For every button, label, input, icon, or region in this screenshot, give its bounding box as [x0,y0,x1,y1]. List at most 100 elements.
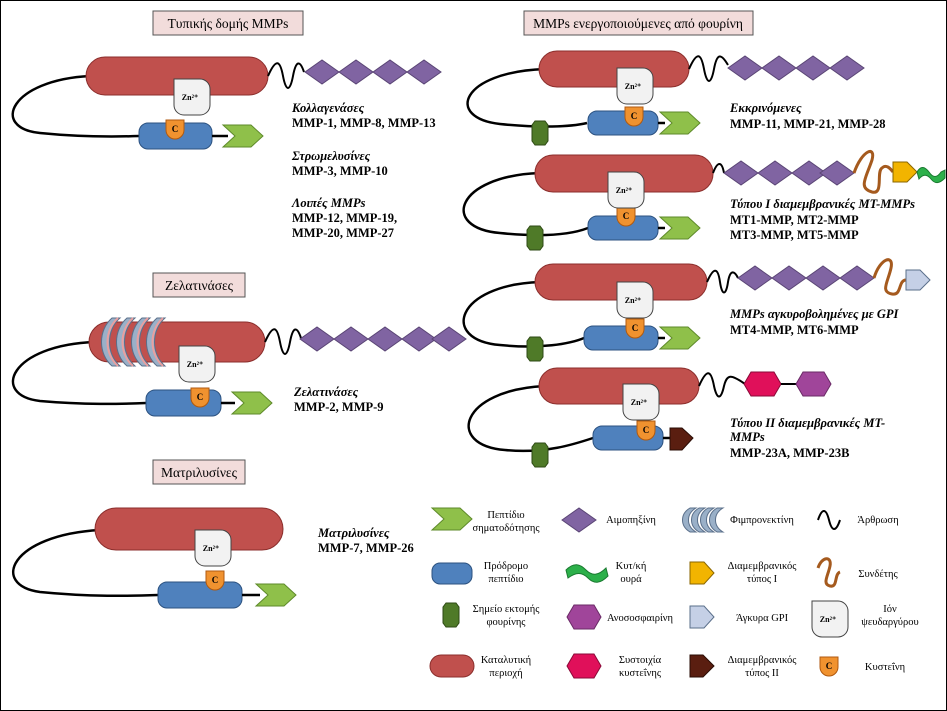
legend-label: Άρθρωση [857,515,898,526]
linker [872,258,907,296]
matrilysins-title: Ματριλυσίνες [317,526,390,540]
signal-peptide [659,326,701,350]
legend-label: σηματοδότησης [473,523,541,534]
hemopexin-blade-2 [757,160,793,186]
secreted-title: Εκκρινόμενες [729,101,802,115]
mt-type1-members-1: MT1-MMP, MT2-MMP [730,213,859,227]
cysteine-label: C [632,323,639,333]
cysteine-label: C [197,392,204,402]
legend-propeptide: Πρόδρομο πεπτίδιο [431,561,528,585]
hemopexin-blade-4 [819,160,855,186]
cysteine-label: C [172,124,179,134]
furin-site [526,336,544,362]
hemopexin-blade-3 [372,59,408,85]
legend-tm-type2: Διαμεμβρανικός τύπος II [689,654,797,679]
legend: Πεπτίδιο σηματοδότησης Αιμοπηξίνη Φιμπρο… [429,507,919,679]
catalytic-domain [94,507,284,551]
propeptide [583,325,659,351]
legend-signal-peptide: Πεπτίδιο σηματοδότησης [431,507,541,534]
legend-cyt-tail: Κυτ/κή ουρά [565,561,647,585]
transmembrane-type1-icon [689,561,715,585]
transmembrane-type2-icon [689,654,715,678]
hemopexin-blade-1 [299,326,335,352]
cysteine-label: C [212,575,219,585]
legend-label: Κυστεΐνη [865,662,905,673]
legend-hemopexin: Αιμοπηξίνη [561,507,656,533]
legend-label: τύπος I [747,574,778,585]
hinge-icon [817,510,841,530]
cysteine-label: C [623,211,630,221]
furin-site-icon [442,602,460,628]
propeptide [157,581,243,609]
cysteine-label: C [631,111,638,121]
signal-peptide-icon [431,507,473,531]
secreted-mmp-structure: C Zn²⁺ [466,50,865,146]
hemopexin-blade-4 [406,59,442,85]
gelatinase-structure: C Zn²⁺ [11,317,467,417]
zinc-label: Zn²⁺ [616,186,632,195]
hemopexin-blade-1 [727,55,763,81]
mt-type1-title: Τύπου I διαμεμβρανικές MT-MMPs [730,197,915,211]
furin-site [526,225,544,251]
legend-label: Φιμπρονεκτίνη [730,515,794,526]
propeptide-icon [431,562,473,585]
matrilysin-structure: C Zn²⁺ [11,507,297,609]
zinc-label: Zn²⁺ [820,615,836,624]
header-gelatinases: Ζελατινάσες [152,272,246,298]
cysteine-array [743,371,782,397]
transmembrane-type2 [669,427,694,451]
zinc-label: Zn²⁺ [203,544,219,553]
legend-tm-type1: Διαμεμβρανικός τύπος I [689,561,797,585]
legend-label: Πεπτίδιο [487,510,524,521]
mt-type2-title-2: MMPs [729,430,765,444]
legend-label: Άγκυρα GPI [736,613,789,624]
hemopexin-blade-4 [839,265,875,291]
hemopexin-icon [561,507,597,533]
legend-ig: Ανοσοσφαιρίνη [566,604,673,630]
legend-label: περιοχή [489,668,522,679]
legend-label: Ιόν [883,604,897,615]
catalytic-domain [538,50,690,88]
zinc-label: Zn²⁺ [625,82,641,91]
stromelysins-members: MMP-3, MMP-10 [292,164,388,178]
header-typical-label: Τυπικής δομής MMPs [168,16,289,31]
legend-label: πεπτίδιο [488,574,523,585]
zinc-label: Zn²⁺ [182,93,198,102]
hemopexin-blade-2 [333,326,369,352]
hemopexin-blade-1 [737,265,773,291]
legend-catalytic: Καταλυτική περιοχή [429,654,531,679]
header-matrilysins: Ματριλυσίνες [152,459,246,485]
legend-hinge: Άρθρωση [817,510,899,530]
legend-cys-array: Συστοιχία κυστεΐνης [566,653,662,679]
furin-site [531,120,549,146]
collagenases-title: Κολλαγενάσες [291,101,365,115]
catalytic-domain-icon [429,654,475,678]
hemopexin-blade-3 [367,326,403,352]
fibronectin-repeats [101,317,167,367]
hemopexin-blade-2 [338,59,374,85]
hemopexin-blade-1 [304,59,340,85]
signal-peptide [659,111,701,135]
stromelysins-title: Στρωμελυσίνες [291,149,371,163]
legend-label: Καταλυτική [481,655,531,666]
ig-like-domain [795,371,832,397]
mt-type1-structure: C Zn²⁺ [462,149,946,251]
hemopexin-blade-3 [805,265,841,291]
legend-label: Ανοσοσφαιρίνη [607,613,673,624]
hemopexin-blade-2 [771,265,807,291]
zinc-label: Zn²⁺ [187,360,203,369]
signal-peptide [659,216,701,240]
header-typical: Τυπικής δομής MMPs [152,10,304,36]
hemopexin-blade-4 [401,326,437,352]
catalytic-domain [88,321,266,363]
collagenases-members: MMP-1, MMP-8, MMP-13 [292,116,436,130]
other-mmps-title: Λοιπές MMPs [291,196,366,210]
propeptide [587,110,659,136]
legend-label: Κυτ/κή [616,561,647,572]
gpi-title: MMPs αγκυροβολημένες με GPI [729,307,900,321]
linker-icon [816,557,841,588]
secreted-members: MMP-11, MMP-21, MMP-28 [730,117,886,131]
header-furin-label: MMPs ενεργοποιούμενες από φουρίνη [533,16,743,31]
legend-label: Σημείο εκτομής [473,604,541,615]
linker [852,149,895,194]
